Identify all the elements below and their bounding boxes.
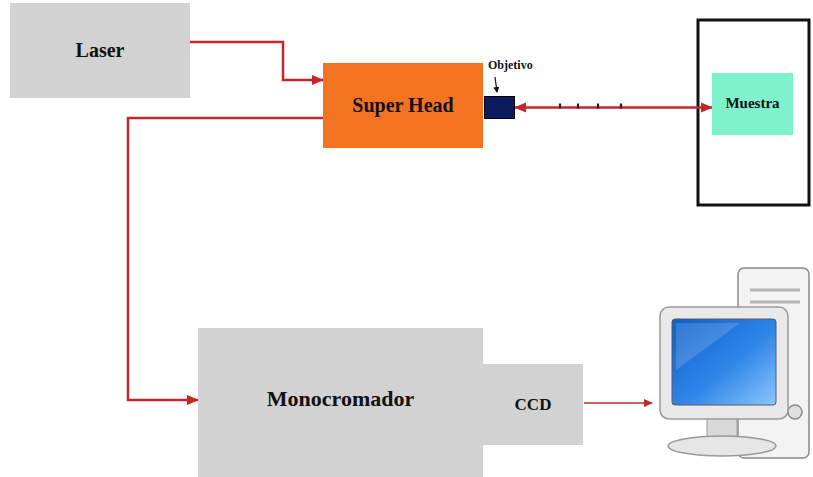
pointer-line [495, 77, 497, 92]
ccd-box: CCD [483, 364, 583, 445]
box-label: Monocromador [267, 386, 414, 411]
laser-box: Laser [10, 3, 190, 98]
beam-connector [515, 106, 712, 109]
computer-icon [660, 268, 809, 458]
objective-block: Objetivo [484, 96, 515, 119]
box-label: CCD [515, 395, 552, 415]
sample-frame [698, 20, 809, 205]
beam-dashes [560, 104, 621, 109]
part-label: Objetivo [488, 59, 533, 73]
signal-arrow [584, 402, 652, 404]
box-label: Super Head [352, 94, 453, 117]
beam-connector [190, 42, 323, 80]
head-box: Super Head [323, 63, 483, 148]
box-label: Laser [76, 39, 125, 62]
box-label: Muestra [725, 95, 779, 112]
sample-box: Muestra [712, 73, 793, 135]
monochromator-box: Monocromador [198, 328, 483, 477]
